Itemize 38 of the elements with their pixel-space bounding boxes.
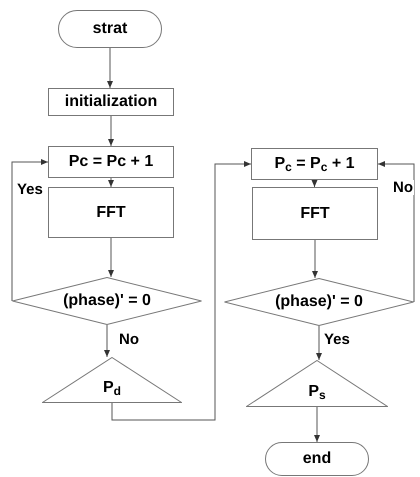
node-text: initialization (64, 94, 158, 110)
node-text: end (302, 451, 332, 467)
arrow (316, 326, 322, 360)
process-box (252, 187, 378, 240)
edge-label: No (118, 332, 140, 347)
decision-diamond (224, 278, 414, 326)
node-text: strat (92, 21, 128, 37)
process-box (251, 148, 378, 180)
process-box (48, 88, 174, 116)
edge-label: No (392, 180, 414, 195)
arrow (314, 406, 320, 442)
arrow (312, 240, 318, 278)
node-text: FFT (300, 206, 330, 222)
edge-label: Yes (323, 332, 351, 347)
arrow (108, 178, 114, 188)
arrow (108, 116, 114, 146)
node-text: (phase)' = 0 (275, 294, 363, 310)
arrow (312, 180, 318, 188)
arrow (107, 48, 113, 88)
node-text: P$_{d}$ (102, 380, 121, 396)
node-text: (phase)' = 0 (63, 293, 151, 309)
edge-label: Yes (16, 182, 44, 197)
triangle-block (42, 357, 182, 403)
process-box (48, 187, 174, 238)
arrow (104, 324, 110, 358)
arrow (112, 161, 252, 420)
node-text: P$_{s}$ (308, 384, 326, 400)
triangle-block (246, 360, 388, 407)
arrow (108, 238, 114, 278)
terminal-box (265, 442, 369, 476)
process-box (48, 146, 174, 178)
terminal-box (58, 10, 162, 48)
node-text: FFT (96, 204, 126, 220)
node-text: Pc = Pc + 1 (68, 154, 154, 170)
arrow (378, 161, 414, 302)
node-text: P$_{c}$ = P$_{c}$ + 1 (274, 156, 355, 172)
decision-diamond (12, 277, 202, 325)
arrow (12, 159, 48, 302)
